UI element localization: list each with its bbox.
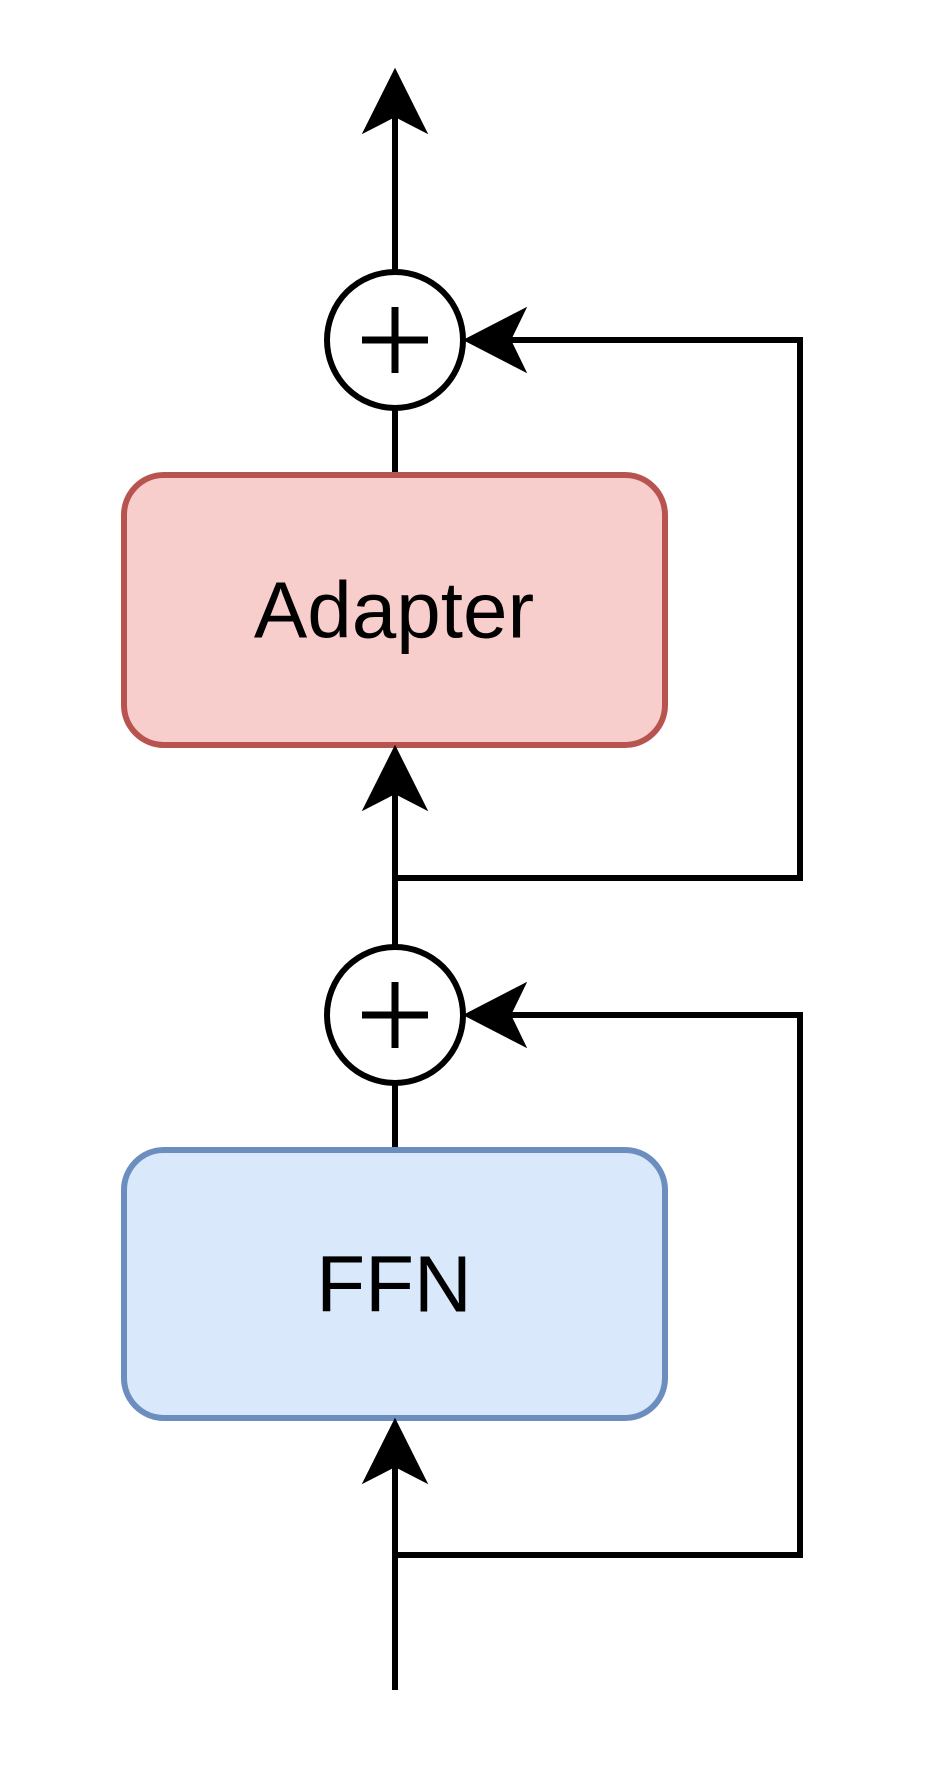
sum-node-bottom [324, 944, 466, 1086]
arrowhead-up-icon [361, 744, 429, 812]
ffn-label: FFN [316, 1240, 472, 1329]
ffn-residual-line [395, 1012, 803, 1558]
ffn-block: FFN [121, 1147, 668, 1421]
plus-icon [362, 982, 428, 1048]
plus-icon [362, 307, 428, 373]
arrowhead-left-icon [462, 981, 528, 1049]
arrowhead-up-icon [361, 67, 429, 135]
sum-node-top [324, 269, 466, 411]
arrowhead-up-icon [361, 1417, 429, 1485]
adapter-label: Adapter [254, 566, 534, 655]
adapter-block: Adapter [121, 472, 668, 748]
arrowhead-left-icon [462, 306, 528, 374]
adapter-residual-line [395, 337, 803, 881]
